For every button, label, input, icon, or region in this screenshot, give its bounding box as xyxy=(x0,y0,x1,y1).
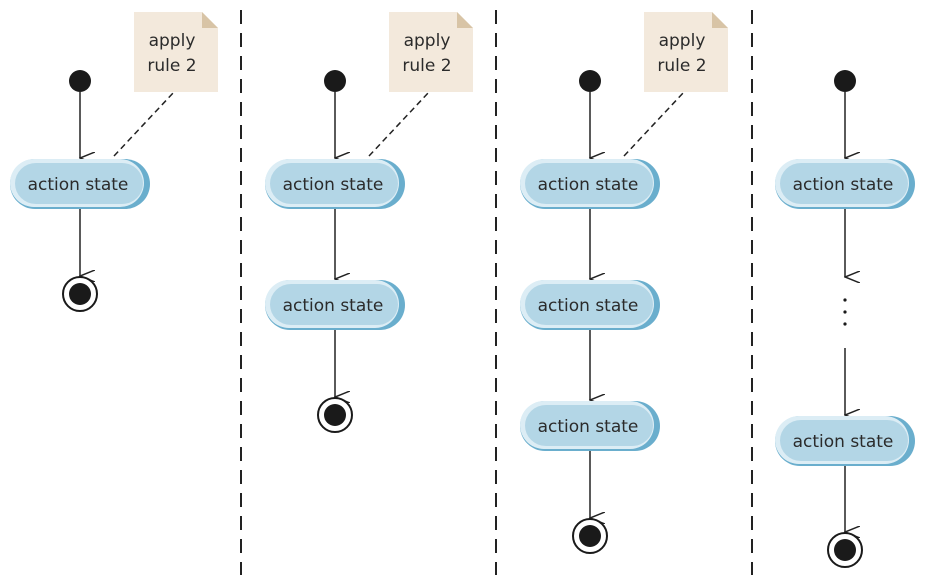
note-text-line: rule 2 xyxy=(147,56,196,76)
action-state-label: action state xyxy=(793,175,894,195)
final-node-core xyxy=(834,539,856,561)
note-body xyxy=(644,12,728,92)
action-state: action state xyxy=(520,280,660,330)
action-state-label: action state xyxy=(283,175,384,195)
final-node xyxy=(317,397,353,433)
column-separators xyxy=(240,10,753,575)
note: apply rule 2 xyxy=(368,12,473,157)
action-state-body xyxy=(270,163,398,204)
final-node xyxy=(62,276,98,312)
action-state: action state xyxy=(265,280,405,330)
action-state-body xyxy=(525,163,653,204)
note-body xyxy=(389,12,473,92)
note: apply rule 2 xyxy=(113,12,218,157)
diagram-column: action state action state action state appl… xyxy=(520,12,728,554)
final-node xyxy=(572,518,608,554)
note-anchor-line xyxy=(113,91,175,157)
action-state-label: action state xyxy=(793,432,894,452)
note-fold xyxy=(712,12,728,28)
action-state-body xyxy=(780,163,908,204)
note-body xyxy=(134,12,218,92)
action-state-body xyxy=(780,420,908,461)
action-state-label: action state xyxy=(283,296,384,316)
initial-node xyxy=(579,70,601,92)
action-state: action state xyxy=(520,159,660,209)
action-state: action state xyxy=(775,416,915,466)
initial-node xyxy=(324,70,346,92)
note-text-line: apply xyxy=(404,31,451,51)
action-state-label: action state xyxy=(538,175,639,195)
action-state: action state xyxy=(775,159,915,209)
ellipsis-dot xyxy=(843,322,847,326)
final-node xyxy=(827,532,863,568)
action-state-label: action state xyxy=(538,296,639,316)
ellipsis-continuation xyxy=(843,298,847,326)
action-state-body xyxy=(15,163,143,204)
initial-node xyxy=(69,70,91,92)
action-state-body xyxy=(270,284,398,325)
ellipsis-dot xyxy=(843,310,847,314)
action-state: action state xyxy=(10,159,150,209)
diagram-column: action state action state xyxy=(775,70,915,568)
note-anchor-line xyxy=(368,91,430,157)
action-state-label: action state xyxy=(28,175,129,195)
note-text-line: apply xyxy=(659,31,706,51)
note: apply rule 2 xyxy=(623,12,728,157)
final-node-core xyxy=(69,283,91,305)
action-state: action state xyxy=(265,159,405,209)
note-fold xyxy=(457,12,473,28)
action-state: action state xyxy=(520,401,660,451)
action-state-label: action state xyxy=(538,417,639,437)
final-node-core xyxy=(324,404,346,426)
initial-node xyxy=(834,70,856,92)
note-fold xyxy=(202,12,218,28)
note-anchor-line xyxy=(623,91,685,157)
action-state-body xyxy=(525,284,653,325)
action-state-body xyxy=(525,405,653,446)
ellipsis-dot xyxy=(843,298,847,302)
note-text-line: rule 2 xyxy=(657,56,706,76)
note-text-line: apply xyxy=(149,31,196,51)
diagram-column: action state action state apply rule 2 xyxy=(265,12,473,433)
diagram-column: action state apply rule 2 xyxy=(10,12,218,312)
final-node-core xyxy=(579,525,601,547)
note-text-line: rule 2 xyxy=(402,56,451,76)
